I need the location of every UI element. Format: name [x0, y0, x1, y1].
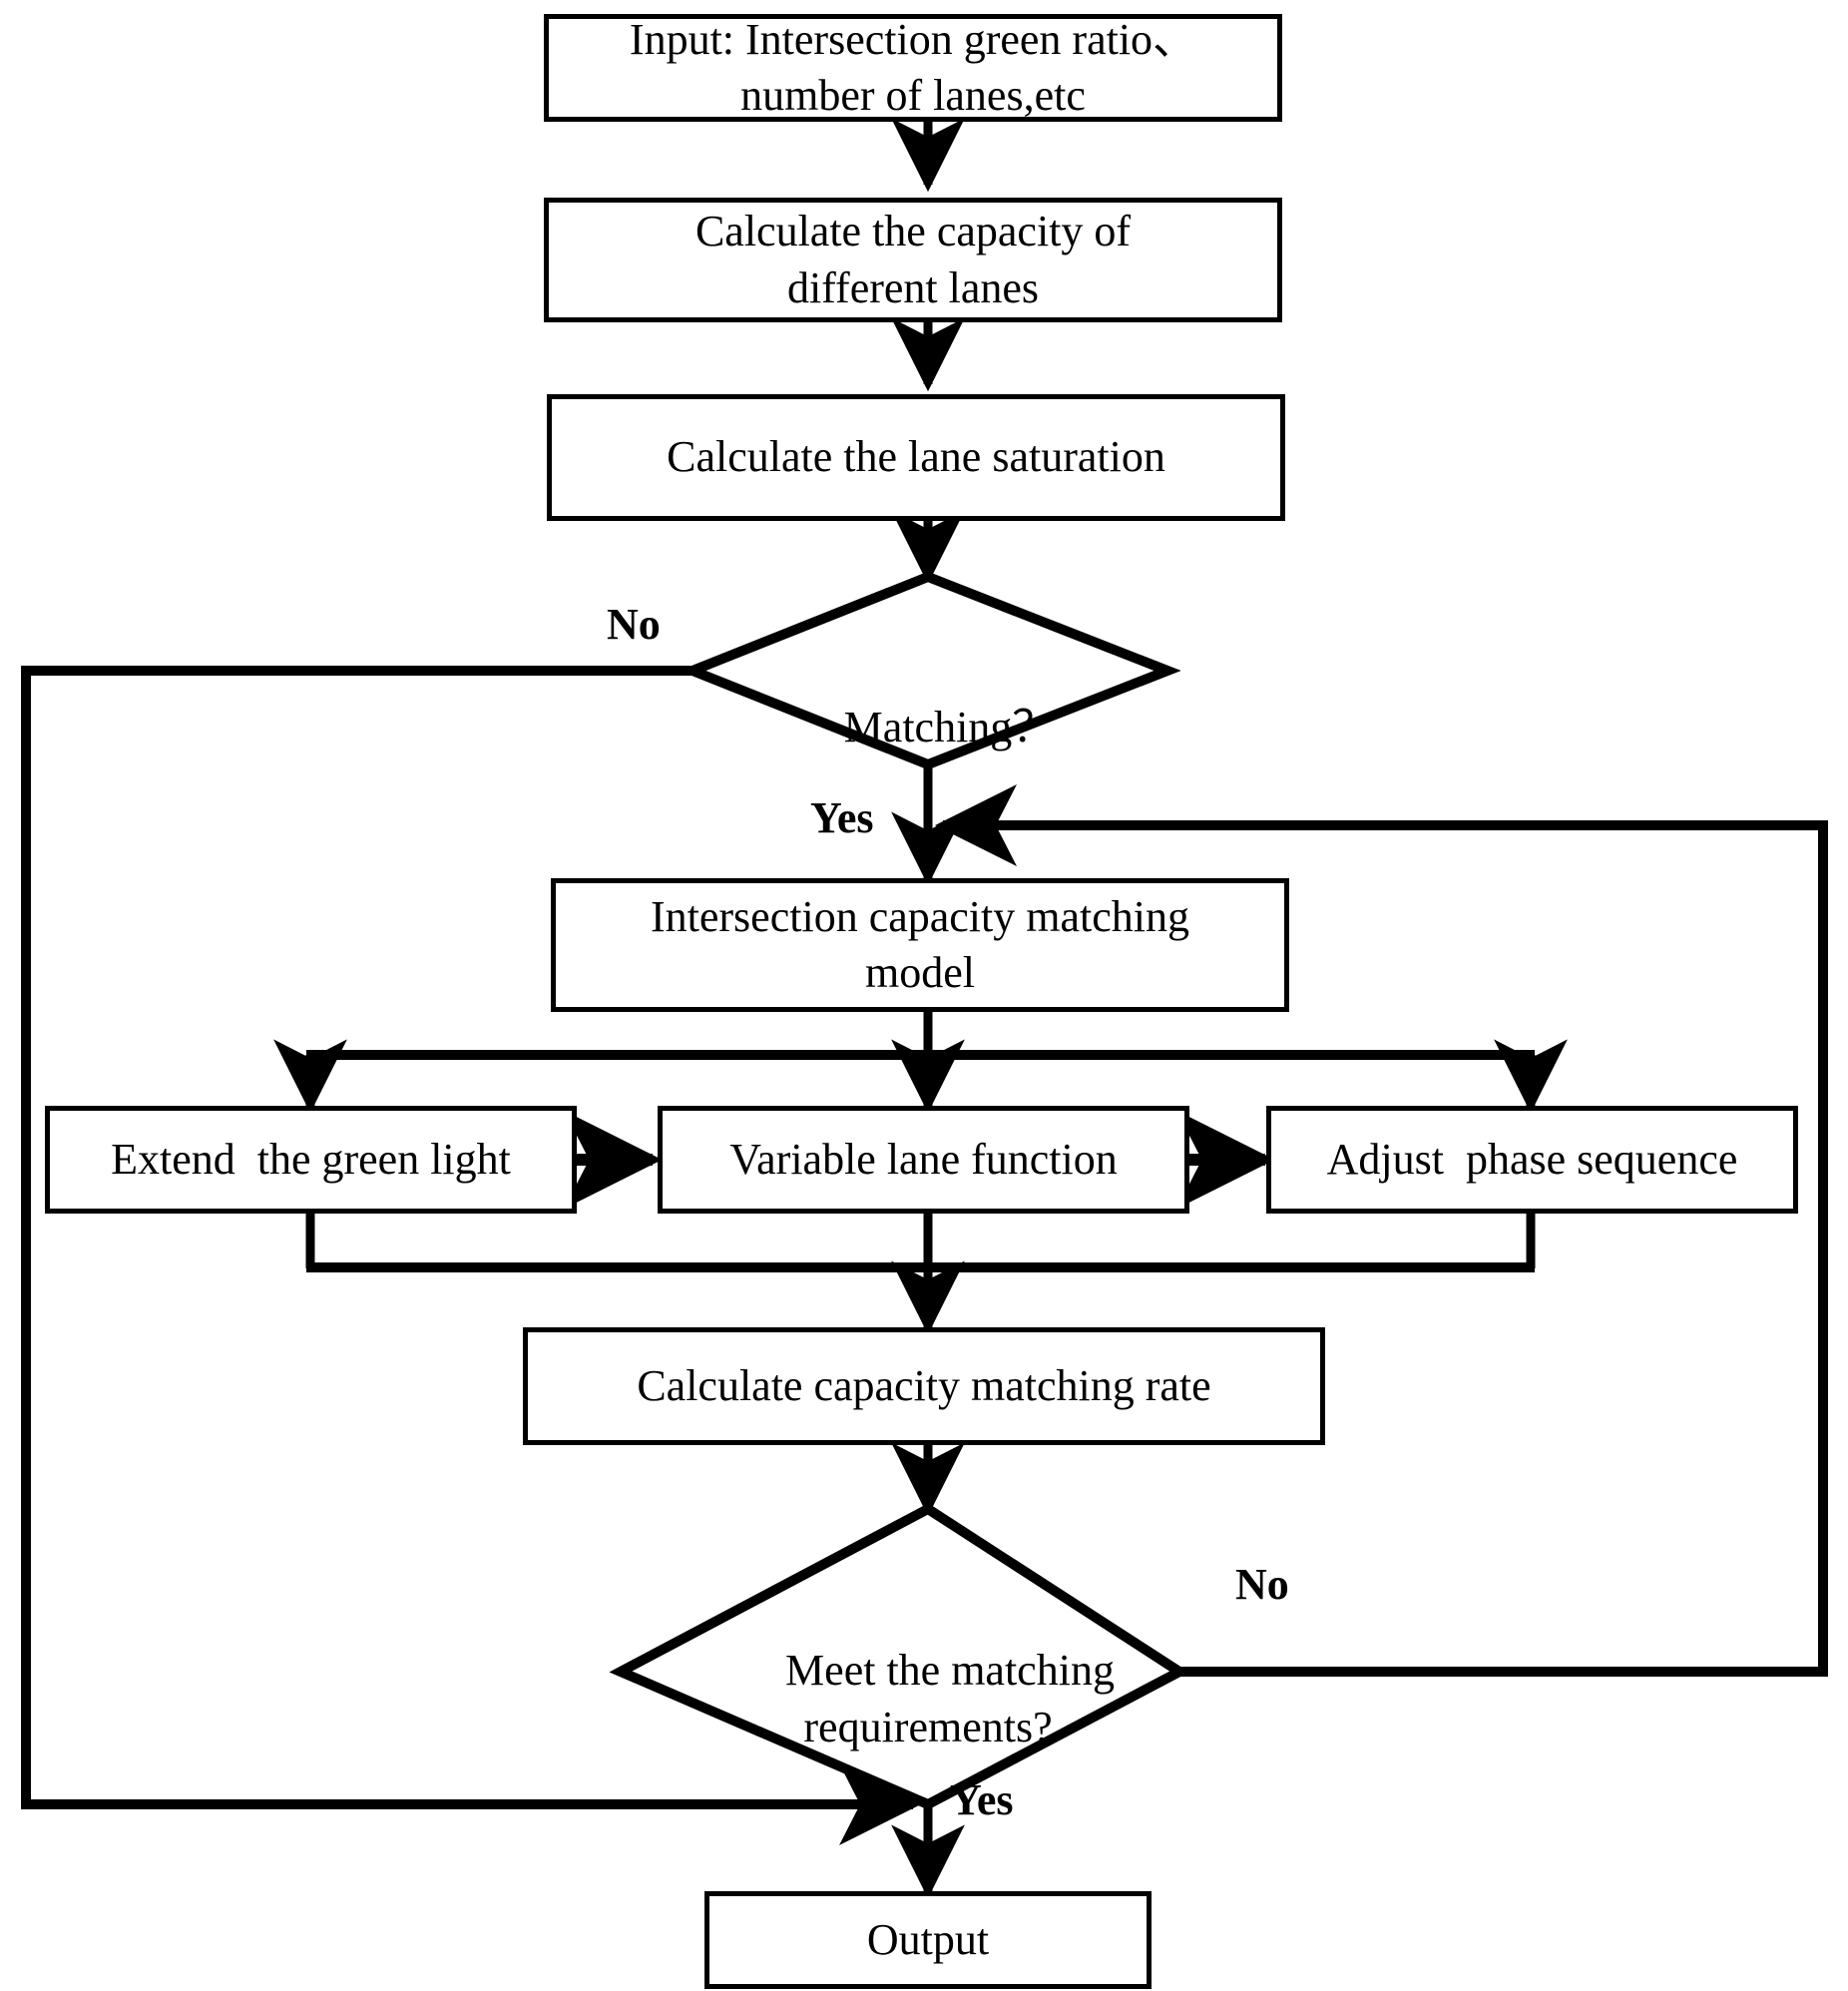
node-requirements-decision-label-wrap: Meet the matching requirements? [679, 1587, 1177, 1811]
node-input-label: Input: Intersection green ratio、 number … [629, 14, 1197, 120]
node-output[interactable]: Output [704, 1891, 1152, 1989]
node-variable-lane-function-label: Variable lane function [729, 1134, 1118, 1184]
node-extend-green-light-label: Extend the green light [111, 1134, 511, 1184]
edge-label-requirements-yes: Yes [950, 1774, 1014, 1825]
node-output-label: Output [866, 1914, 990, 1964]
edge-label-requirements-yes-text: Yes [950, 1775, 1014, 1824]
node-requirements-decision-label: Meet the matching requirements? [785, 1646, 1115, 1751]
node-capacity-matching-model[interactable]: Intersection capacity matching model [551, 878, 1289, 1012]
matching-decision-shape [679, 571, 1181, 770]
edge-label-matching-yes-text: Yes [810, 793, 874, 842]
node-capacity-matching-rate-label: Calculate capacity matching rate [637, 1360, 1211, 1410]
node-variable-lane-function[interactable]: Variable lane function [658, 1106, 1189, 1214]
edge-requirements-no-loop [935, 784, 1828, 1677]
node-input[interactable]: Input: Intersection green ratio、 number … [544, 14, 1282, 122]
node-matching-decision-label: Matching？ [843, 703, 1057, 752]
edge-matching-no-loop [21, 666, 921, 1845]
node-calculate-capacity[interactable]: Calculate the capacity of different lane… [544, 198, 1282, 322]
node-lane-saturation[interactable]: Calculate the lane saturation [547, 394, 1285, 521]
edge-label-matching-no: No [607, 599, 661, 650]
node-lane-saturation-label: Calculate the lane saturation [667, 432, 1165, 482]
edge-label-matching-no-text: No [607, 600, 661, 649]
edge-label-matching-yes: Yes [810, 792, 874, 843]
requirements-decision-shape [609, 1503, 1189, 1810]
node-extend-green-light[interactable]: Extend the green light [45, 1106, 577, 1214]
edge-label-requirements-no: No [1235, 1559, 1289, 1610]
node-capacity-matching-model-label: Intersection capacity matching model [651, 891, 1189, 997]
node-calculate-capacity-label: Calculate the capacity of different lane… [694, 207, 1132, 312]
node-adjust-phase-sequence-label: Adjust phase sequence [1326, 1134, 1738, 1184]
node-capacity-matching-rate[interactable]: Calculate capacity matching rate [523, 1327, 1325, 1445]
node-matching-decision-label-wrap: Matching？ [728, 644, 1128, 812]
edge-label-requirements-no-text: No [1235, 1560, 1289, 1609]
node-adjust-phase-sequence[interactable]: Adjust phase sequence [1266, 1106, 1798, 1214]
